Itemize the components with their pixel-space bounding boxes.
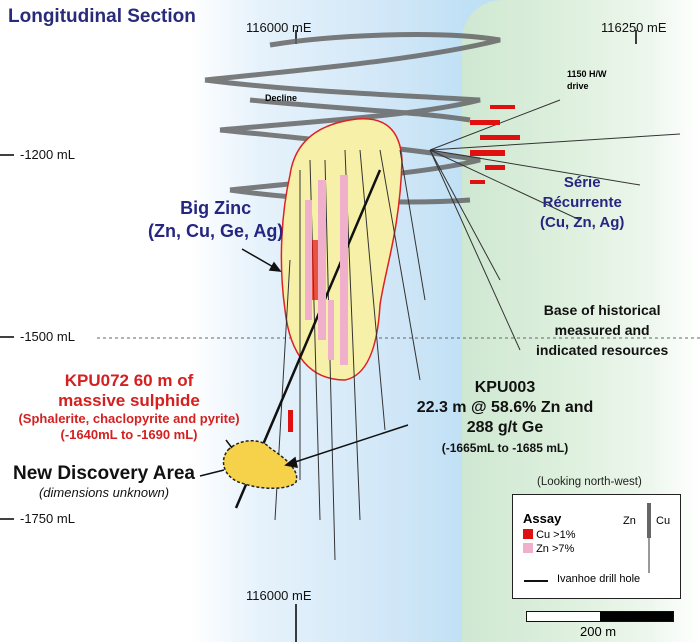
drive-line: 1150 H/W [567,69,607,79]
discovery-title: New Discovery Area [12,463,195,484]
kpu003-grade: 22.3 m @ 58.6% Zn and [416,399,594,416]
legend-cu-side: Cu [656,515,671,527]
kpu003-ge: 288 g/t Ge [466,419,544,436]
big-zinc-title: Big Zinc [180,198,252,218]
base-line: Base of historical [543,302,661,318]
legend-hole-interval [647,503,651,538]
kpu072-depth: (-1640mL to -1690 mL) [60,427,198,442]
kpu072-title: KPU072 60 m of [64,371,194,390]
kpu003-title: KPU003 [474,379,536,396]
discovery-note: (dimensions unknown) [38,485,170,500]
level-label: -1500 mL [20,329,75,344]
legend-zn-side: Zn [623,515,636,527]
drive-line: drive [567,81,589,91]
kpu003-depth: (-1665mL to -1685 mL) [441,441,569,455]
kpu003-arrow [291,424,409,464]
legend-item-cu: Cu >1% [523,529,576,541]
drive-label: 1150 H/W drive [567,68,607,92]
legend-title: Assay [523,511,562,526]
discovery-leader [199,469,225,477]
base-resources-label: Base of historical measured and indicate… [536,300,668,360]
base-line: indicated resources [536,342,669,358]
new-discovery-area [222,440,298,489]
coord-label-top-left: 116000 mE [246,20,312,35]
legend-label: Cu >1% [536,529,576,541]
legend: Assay Cu >1% Zn >7% Zn Cu Ivanhoe drill … [512,494,681,599]
legend-item-zn: Zn >7% [523,543,574,555]
big-zinc-label: Big Zinc (Zn, Cu, Ge, Ag) [148,197,283,243]
kpu003-label: KPU003 22.3 m @ 58.6% Zn and 288 g/t Ge … [405,378,605,458]
kpu072-label: KPU072 60 m of massive sulphide (Sphaler… [6,371,252,443]
cu-swatch [523,529,533,539]
scale-bar [526,611,674,622]
assay-intervals [272,105,520,480]
view-direction: (Looking north-west) [537,476,642,488]
level-label: -1200 mL [20,147,75,162]
page-title: Longitudinal Section [8,6,196,27]
serie-line: (Cu, Zn, Ag) [540,214,625,231]
big-zinc-arrow [241,248,276,269]
serie-line: Série [563,174,601,191]
coord-label-top-right: 116250 mE [601,20,667,35]
coord-label-bottom: 116000 mE [246,588,312,603]
big-zinc-metals: (Zn, Cu, Ge, Ag) [148,221,284,241]
serie-recurrente-label: Série Récurrente (Cu, Zn, Ag) [540,173,624,233]
scale-label: 200 m [580,624,617,639]
kpu072-leader [225,439,233,449]
zn-swatch [523,543,533,553]
legend-hole-symbol [648,503,650,573]
new-discovery-label: New Discovery Area (dimensions unknown) [6,463,202,500]
kpu072-subtitle: massive sulphide [58,391,200,410]
kpu072-minerals: (Sphalerite, chaclopyrite and pyrite) [18,411,240,426]
level-label: -1750 mL [20,511,75,526]
serie-line: Récurrente [542,194,622,211]
decline-label: Decline [265,93,298,103]
base-line: measured and [554,322,650,338]
legend-drill-label: Ivanhoe drill hole [557,573,641,585]
drill-hole-symbol [524,580,548,582]
legend-label: Zn >7% [536,543,575,555]
